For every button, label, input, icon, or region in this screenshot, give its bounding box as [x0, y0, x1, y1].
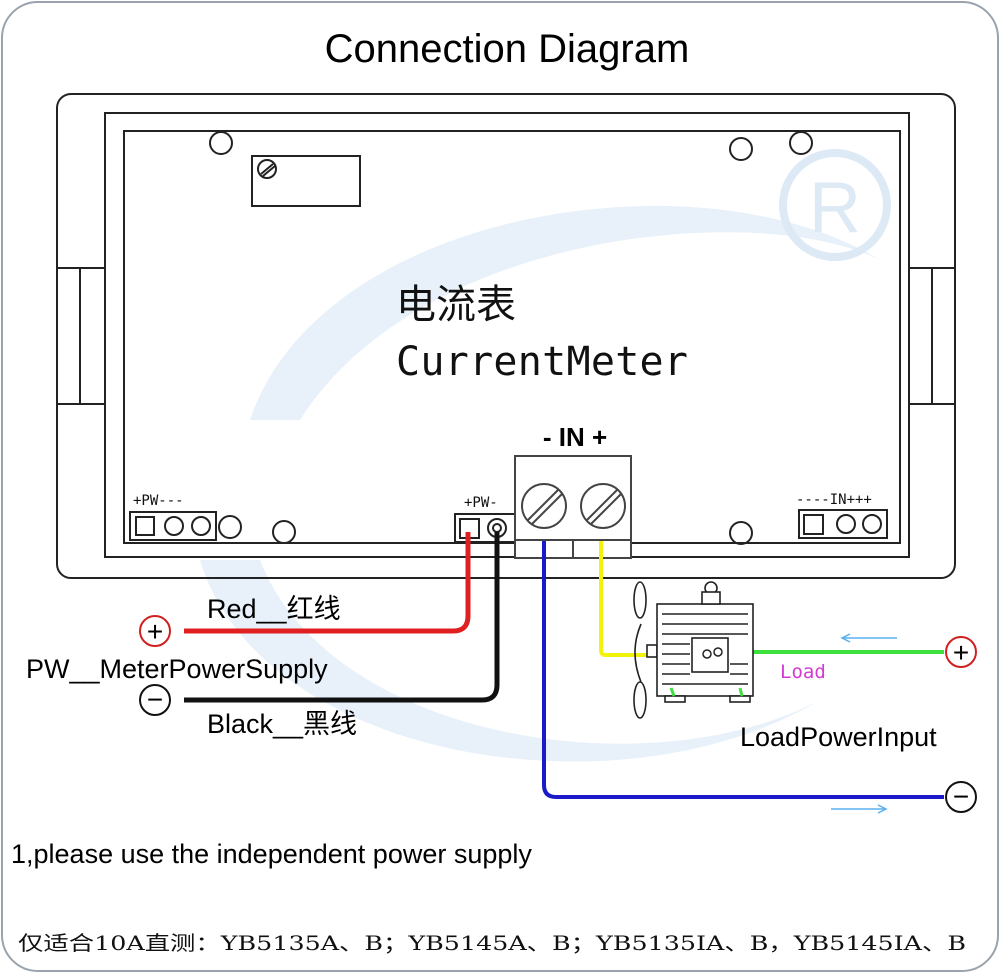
red-wire-label: Red__红线: [207, 594, 341, 624]
mount-hole: [272, 520, 296, 544]
page-title: Connection Diagram: [325, 27, 690, 71]
current-arrow-top: [840, 633, 897, 643]
left-pw-port: [129, 511, 217, 541]
current-arrow-bottom: [831, 804, 888, 814]
right-port-label: ----IN+++: [796, 492, 872, 508]
mount-hole: [789, 131, 813, 155]
black-wire: [184, 532, 500, 703]
model-list: 仅适合10A直测：YB5135A、B；YB5145A、B；YB5135IA、B，…: [18, 931, 966, 955]
meter-name-cn: 电流表: [396, 282, 516, 328]
svg-text:R: R: [809, 168, 861, 248]
supply-plus-terminal: +: [139, 615, 171, 647]
load-minus-terminal: −: [945, 781, 977, 813]
load-plus-terminal: +: [945, 636, 977, 668]
svg-text:−: −: [147, 684, 163, 715]
supply-label: PW__MeterPowerSupply: [26, 654, 328, 684]
in-terminal-block: [514, 455, 632, 559]
motor-terminal: [702, 649, 712, 659]
mount-hole: [218, 515, 242, 539]
mount-hole: [729, 521, 753, 545]
svg-text:+: +: [147, 616, 163, 647]
load-input-label: LoadPowerInput: [740, 722, 937, 752]
svg-text:−: −: [953, 781, 969, 812]
watermark-logo: R: [200, 149, 891, 762]
trimmer-box: [251, 155, 361, 207]
supply-minus-terminal: −: [139, 684, 171, 716]
trimmer-screw: [257, 159, 277, 179]
red-wire: [184, 532, 471, 634]
note-line: 1,please use the independent power suppl…: [11, 839, 532, 869]
center-port-label: +PW-: [464, 495, 498, 511]
meter-housing: [56, 93, 956, 579]
right-in-port: [798, 509, 888, 539]
load-label: Load: [780, 661, 826, 683]
meter-name-en: CurrentMeter: [396, 339, 688, 385]
in-terminal-label: - IN +: [543, 422, 607, 452]
black-wire-label: Black__黑线: [207, 709, 357, 739]
motor-terminal: [713, 647, 723, 657]
blue-wire: [542, 541, 944, 799]
yellow-wire: [599, 541, 707, 657]
mount-hole: [209, 131, 233, 155]
mount-hole: [729, 137, 753, 161]
left-port-label: +PW---: [133, 493, 184, 509]
svg-text:+: +: [953, 637, 969, 668]
